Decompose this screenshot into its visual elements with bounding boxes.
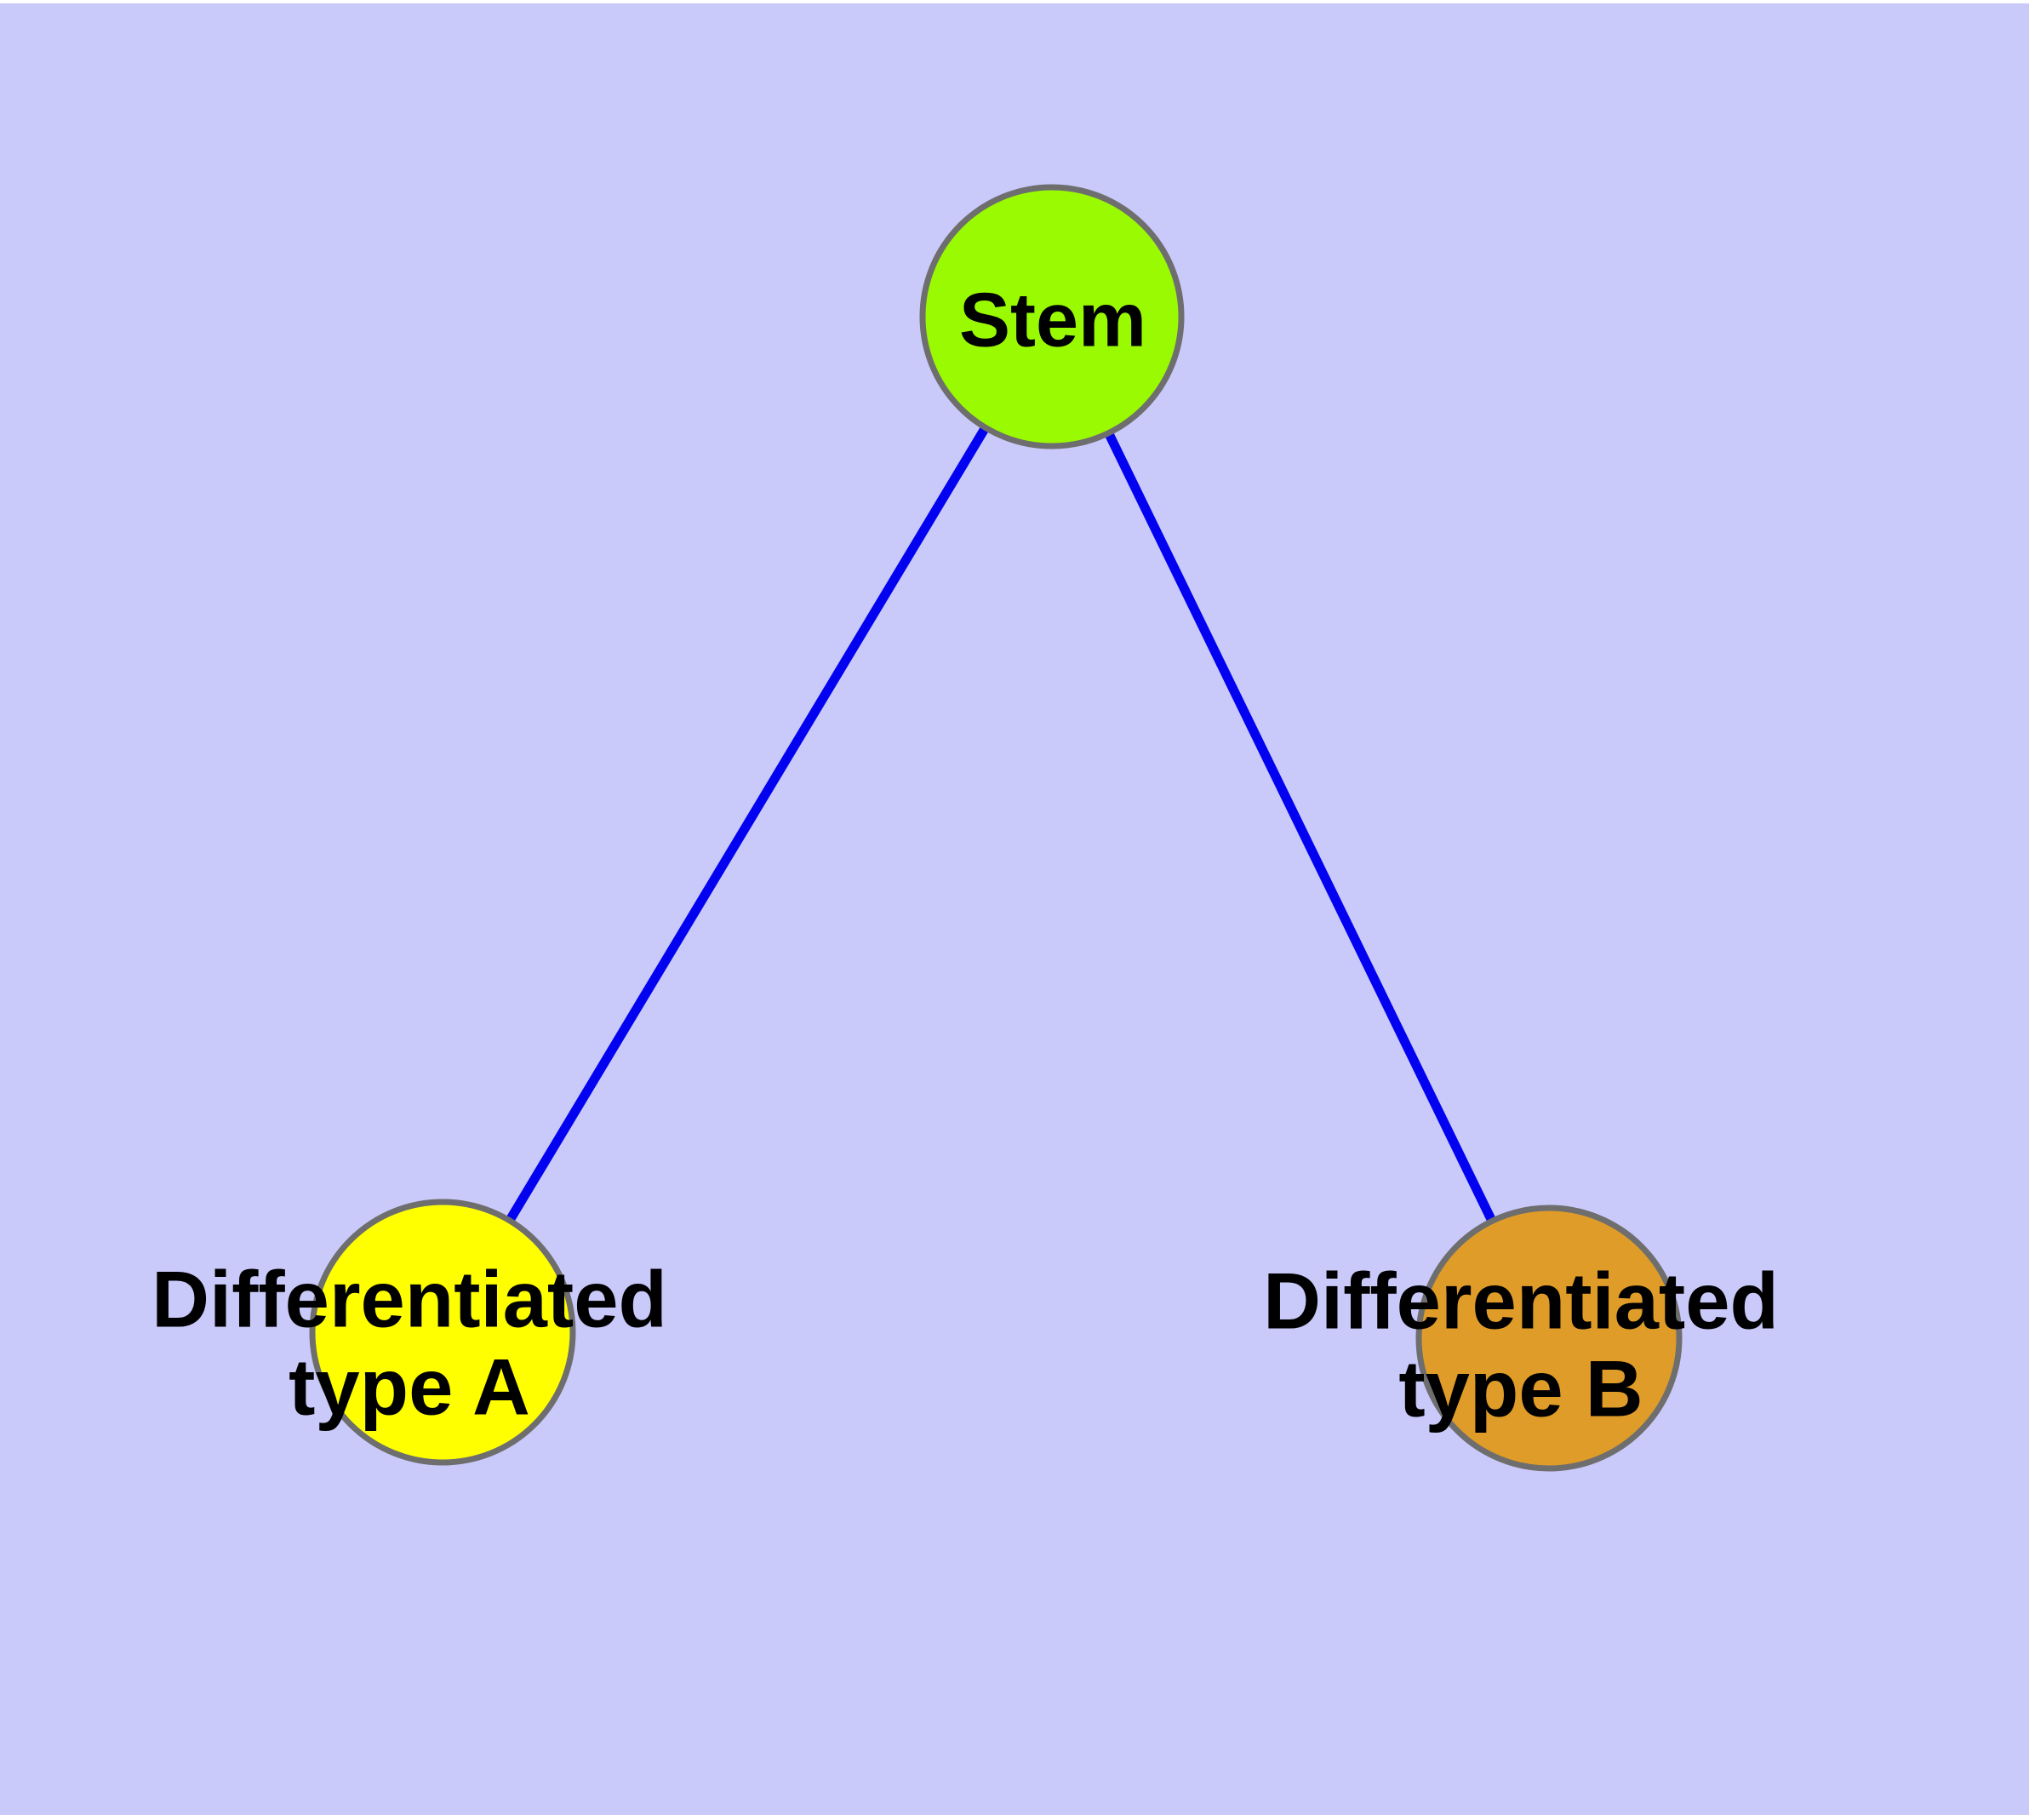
node-differentiated-type-a	[309, 1199, 576, 1466]
node-label-differentiated-type-b: Differentiated type B	[1263, 1256, 1779, 1434]
node-label-differentiated-type-a-line2: type A	[289, 1342, 530, 1432]
node-label-differentiated-type-a: Differentiated type A	[151, 1254, 667, 1432]
edge-stem-to-type-b	[1048, 314, 1553, 1341]
node-label-differentiated-type-b-line2: type B	[1398, 1344, 1643, 1434]
node-label-differentiated-type-a-line1: Differentiated	[151, 1254, 667, 1344]
node-label-stem: Stem	[958, 278, 1147, 363]
node-stem	[919, 184, 1185, 449]
node-label-differentiated-type-b-line1: Differentiated	[1263, 1256, 1779, 1346]
edge-stem-to-type-a	[438, 314, 1056, 1335]
node-differentiated-type-b	[1415, 1205, 1683, 1472]
